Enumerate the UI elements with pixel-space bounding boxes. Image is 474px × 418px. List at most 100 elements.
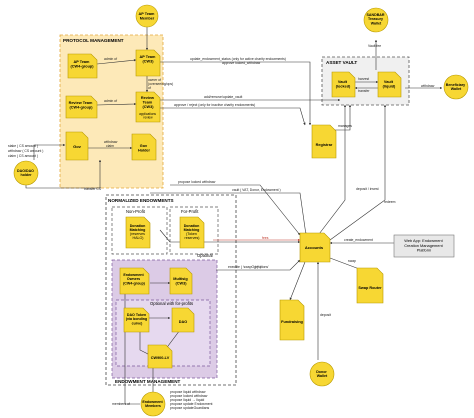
- contract-shape: [356, 267, 384, 304]
- edge-label-claim: claim ( CS amount ): [8, 154, 38, 158]
- actor-beneficiary-wallet[interactable]: Beneficiary Wallet: [443, 74, 469, 100]
- contract-shape: [65, 95, 98, 119]
- actor-dao-holder[interactable]: DAO/DAO holder: [13, 160, 39, 186]
- contract-label: AP Team (CW4-group): [71, 60, 95, 69]
- node-vault-locked[interactable]: Vault (locked): [331, 71, 356, 98]
- contract-label-line: Vault: [384, 80, 394, 84]
- node-ap-team-cw3[interactable]: AP Team (CW3): [135, 49, 161, 77]
- contract-label: Multisig (CW3): [173, 277, 188, 286]
- edge-label-harvest: harvest: [358, 77, 369, 81]
- actor-label-line: AP Team: [139, 12, 156, 16]
- edge-label-line: (overseeing/ops): [148, 82, 173, 86]
- contract-shape: [65, 131, 89, 161]
- contract-label-line: Multisig: [173, 277, 188, 281]
- actor-circle: [363, 7, 389, 33]
- actor-endowment-members[interactable]: Endowment Members: [140, 391, 166, 417]
- contract-label-line: AP Team: [74, 60, 91, 64]
- contract-label: DAO: [179, 320, 187, 324]
- node-accounts[interactable]: Accounts: [299, 232, 331, 263]
- node-endowment-owners[interactable]: Endowment Owners (CW4-group): [119, 267, 150, 295]
- node-review-team-cw3[interactable]: Review Team (CW3) applications review: [135, 91, 161, 123]
- node-dao[interactable]: DAO: [171, 307, 195, 333]
- actor-circle: [443, 74, 469, 100]
- web-app-label-line: Creation Management: [404, 243, 443, 248]
- edges: [25, 27, 443, 405]
- actor-label-line: Beneficiary: [446, 83, 465, 87]
- contract-shape: [179, 216, 205, 249]
- contract-label-line: Endowment: [123, 273, 144, 277]
- contract-label-line: (locked): [336, 85, 351, 89]
- contract-label-line: (via bonding: [126, 317, 147, 321]
- contract-label-line: (CW4-group): [70, 106, 94, 110]
- actor-ap-team-member[interactable]: AP Team Member: [135, 4, 159, 28]
- actor-label-line: Wallet: [371, 21, 382, 25]
- contract-label-line: Donation: [130, 224, 146, 228]
- contract-label-line: (reserves: [130, 232, 145, 236]
- contract-shape: [299, 232, 331, 263]
- non-profit-label: Non-Profit: [126, 209, 146, 214]
- actor-label-line: Wallet: [451, 87, 462, 91]
- actor-donor-wallet[interactable]: Donor Wallet: [309, 361, 335, 387]
- edge-label-add-remove-vault: add/remove/update_vault: [204, 95, 242, 99]
- actor-label-line: Donor: [316, 370, 327, 374]
- contract-label: AP Team (CW3): [140, 55, 157, 64]
- actor-label: SANDBAR Treasury Wallet: [367, 13, 386, 25]
- contract-shape: [377, 71, 402, 98]
- edge-label-line: propose locked withdraw: [170, 394, 208, 398]
- contract-shape: [135, 91, 161, 123]
- edge-label-propose-locked: propose locked withdraw: [178, 180, 216, 184]
- node-cw900-lv[interactable]: CW900-LV: [147, 344, 173, 369]
- contract-label-line: Owners: [127, 277, 140, 281]
- protocol-management-label: PROTOCOL MANAGEMENT: [63, 38, 124, 43]
- contract-label-line: AP Team: [140, 55, 157, 59]
- contract-label-line: Review: [141, 96, 154, 100]
- node-web-app[interactable]: Web App: Endowment Creation Management P…: [393, 234, 455, 258]
- actor-label: Donor Wallet: [316, 370, 328, 378]
- actor-circle: [13, 160, 39, 186]
- node-gov-holder[interactable]: Gov Holder: [131, 133, 157, 161]
- endowment-management-label: ENDOWMENT MANAGEMENT: [115, 379, 181, 384]
- edge-label-withdraw-claim: withdraw claim: [104, 140, 118, 148]
- node-fundraising[interactable]: Fundraising: [279, 299, 305, 341]
- contract-shape: [135, 49, 161, 77]
- contract-label: Vault (locked): [336, 80, 351, 89]
- contract-label: Donation Matching (reserves HALO): [130, 224, 147, 240]
- actor-label: Endowment Members: [142, 400, 163, 408]
- edge-label-redeem: redeem: [384, 200, 396, 204]
- web-app-label-line: Web App: Endowment: [404, 238, 443, 243]
- node-gov[interactable]: Gov: [65, 131, 89, 161]
- normalized-endowments-label: NORMALIZED ENDOWMENTS: [108, 198, 174, 203]
- edge-label-line: execute ( 'swapOperations': [228, 265, 269, 269]
- contract-label-line: curve): [132, 321, 144, 325]
- contract-label-line: DAO Token: [127, 313, 146, 317]
- actor-label-line: Wallet: [317, 374, 328, 378]
- contract-label-line: Vault: [338, 80, 348, 84]
- node-review-team-cw4[interactable]: Review Team (CW4-group): [65, 95, 98, 119]
- node-multisig[interactable]: Multisig (CW3): [169, 267, 193, 295]
- node-donation-matching-token[interactable]: Donation Matching (Token reserves): [179, 216, 205, 249]
- edge-label-withdraw-beneficiary: withdraw: [421, 84, 435, 88]
- node-swap-router[interactable]: Swap Router: [356, 267, 384, 304]
- node-donation-matching-reserve[interactable]: Donation Matching (reserves HALO): [125, 216, 151, 249]
- actor-label: DAO/DAO holder: [17, 169, 35, 177]
- contract-label-line: reserves): [185, 236, 200, 240]
- contract-label: Review Team (CW4-group): [69, 101, 94, 110]
- node-dao-token[interactable]: DAO Token (via bonding curve): [123, 307, 150, 333]
- for-profit-label: For-Profit: [181, 209, 199, 214]
- edge-label-line: propose update Endowment: [170, 402, 212, 406]
- contract-shape: [279, 299, 305, 341]
- node-ap-team-cw4[interactable]: AP Team (CW4-group): [67, 53, 98, 79]
- edge-label-line: applications: [139, 112, 156, 116]
- edge-label-line: propose liquid → liquid: [170, 398, 204, 402]
- actor-label-line: Members: [145, 404, 161, 408]
- edge-label-line: of: [148, 86, 151, 90]
- edge-label-line: review: [143, 116, 153, 120]
- actor-sandbar-treasury[interactable]: SANDBAR Treasury Wallet: [363, 7, 389, 33]
- node-registrar[interactable]: Registrar: [311, 124, 337, 159]
- edge-label-line: withdraw: [104, 140, 118, 144]
- actor-label: Beneficiary Wallet: [446, 83, 466, 91]
- actor-circle: [135, 4, 159, 28]
- contract-label: DAO Token (via bonding curve): [126, 313, 148, 325]
- actor-label-line: holder: [21, 173, 33, 177]
- node-vault-liquid[interactable]: Vault (liquid): [377, 71, 402, 98]
